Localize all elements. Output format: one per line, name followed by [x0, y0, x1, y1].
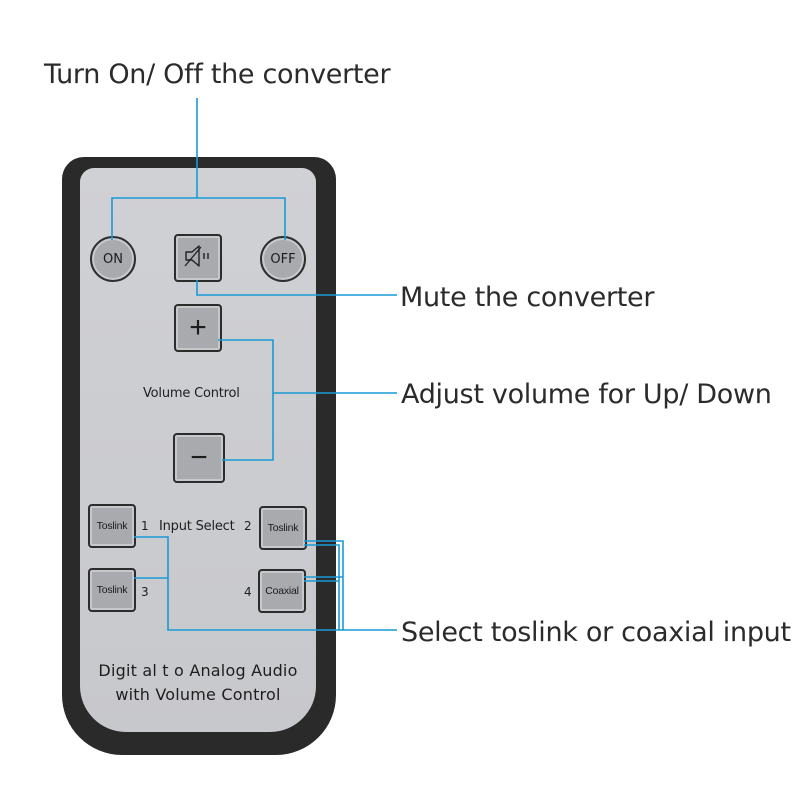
leader-line-mute: [196, 280, 397, 296]
speaker-mute-icon: [183, 244, 213, 273]
minus-icon: −: [190, 441, 208, 474]
leader-line-input-2b: [304, 544, 340, 630]
mute-button[interactable]: [174, 234, 222, 282]
input-button-4-label: Coaxial: [265, 585, 299, 597]
callout-mute: Mute the converter: [400, 282, 655, 313]
leader-line-input-1: [134, 536, 397, 631]
input-select-label: Input Select: [159, 519, 235, 534]
leader-line-volume-bracket: [218, 339, 274, 461]
callout-volume: Adjust volume for Up/ Down: [401, 379, 772, 410]
input-button-4[interactable]: Coaxial: [258, 569, 306, 613]
on-button[interactable]: ON: [90, 236, 136, 282]
off-button[interactable]: OFF: [260, 236, 306, 282]
leader-line-power-bracket: [111, 197, 286, 240]
input-button-1[interactable]: Toslink: [88, 504, 136, 548]
callout-input: Select toslink or coaxial input: [401, 617, 791, 648]
input-button-1-label: Toslink: [96, 520, 128, 532]
brand-line-1: Digit al t o Analog Audio: [98, 661, 298, 680]
input-button-3[interactable]: Toslink: [88, 568, 136, 612]
callout-power: Turn On/ Off the converter: [44, 59, 391, 90]
input-button-2-label: Toslink: [267, 522, 299, 534]
plus-icon: +: [189, 311, 207, 344]
input-button-2[interactable]: Toslink: [259, 506, 307, 550]
input-button-3-label: Toslink: [96, 584, 128, 596]
brand-line-2: with Volume Control: [115, 685, 281, 704]
input-number-1: 1: [141, 519, 149, 533]
volume-down-button[interactable]: −: [173, 433, 225, 483]
volume-up-button[interactable]: +: [174, 304, 222, 352]
leader-line-input-2: [304, 540, 344, 630]
input-number-3: 3: [141, 585, 149, 599]
input-number-2: 2: [244, 519, 252, 533]
input-number-4: 4: [244, 585, 252, 599]
volume-control-label: Volume Control: [143, 386, 240, 401]
